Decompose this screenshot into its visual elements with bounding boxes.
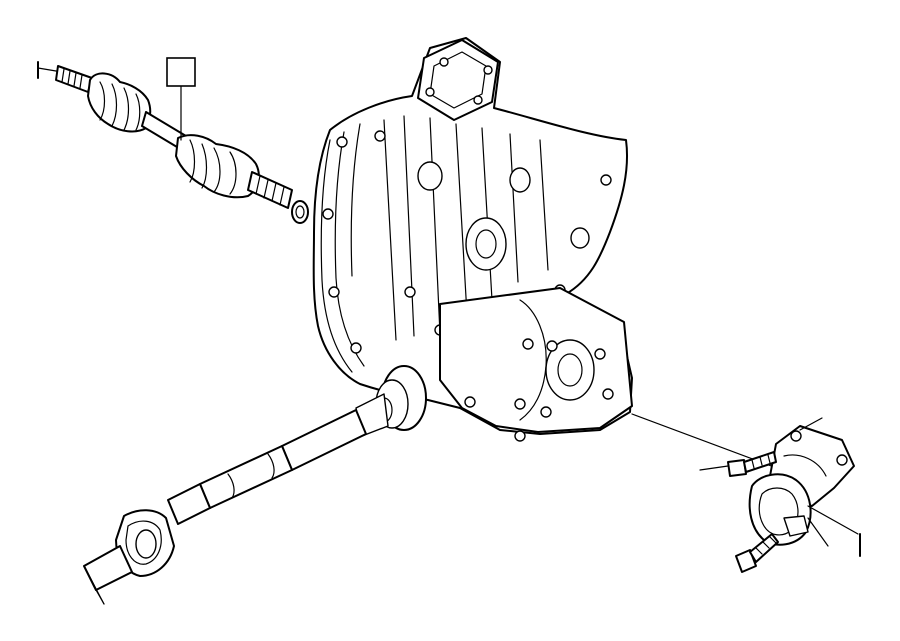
callout-1-box xyxy=(166,57,196,87)
propeller-shaft[interactable] xyxy=(83,409,367,605)
callout-1[interactable] xyxy=(166,57,196,141)
bolt[interactable] xyxy=(699,451,777,477)
support-bracket[interactable] xyxy=(631,413,861,557)
transmission-housing[interactable] xyxy=(312,37,633,442)
bolt[interactable] xyxy=(735,533,779,573)
drive-shaft[interactable] xyxy=(37,61,293,209)
o-ring-seal[interactable] xyxy=(291,200,309,224)
